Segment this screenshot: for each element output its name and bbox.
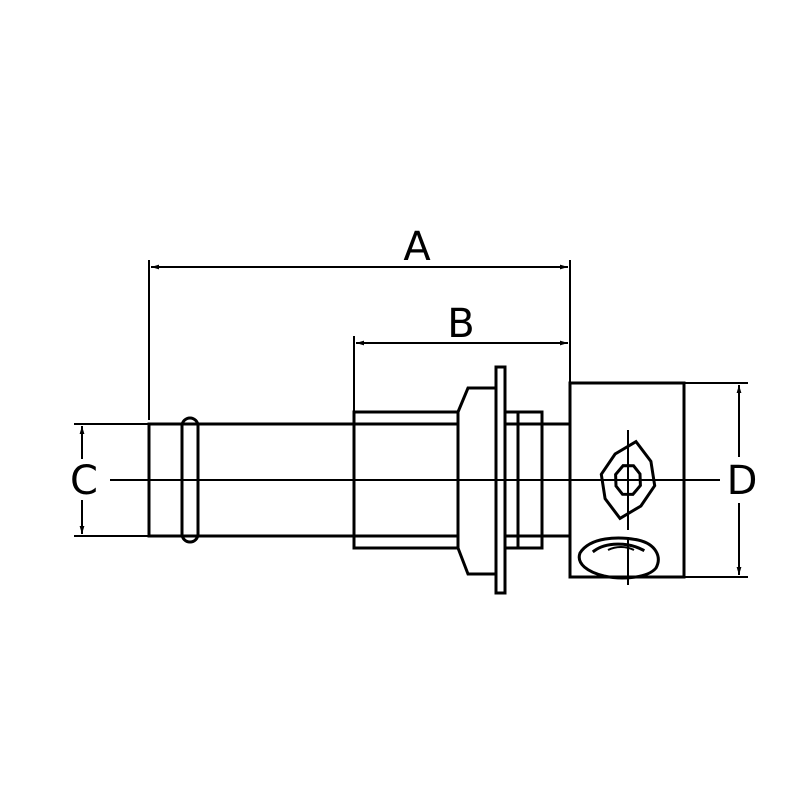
label-d: D [727,458,758,504]
neck [503,410,572,550]
label-c: C [70,458,98,504]
dimension-a: A [148,224,571,420]
valve-handle-icon [577,536,660,585]
dimension-b: B [353,301,568,412]
octagon-bolt-icon [599,430,657,530]
label-a: A [403,224,431,270]
o-ring [180,416,200,544]
label-b: B [447,301,474,347]
dimension-d: D [684,382,758,578]
dimension-c: C [70,423,148,537]
